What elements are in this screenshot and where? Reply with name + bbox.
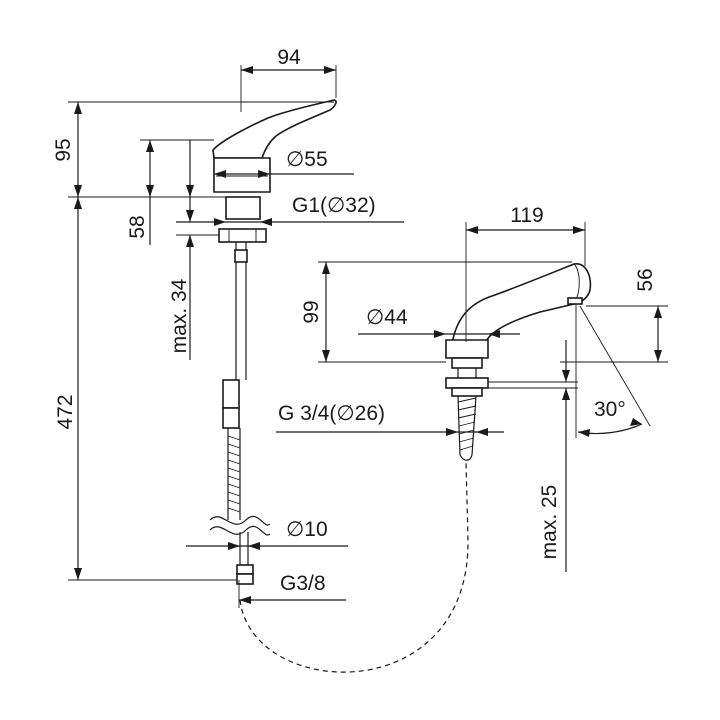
dim-g1-thread: G1(∅32) [176,194,404,226]
hose-fitting-left-2 [222,407,240,429]
mixer-handle [212,99,337,159]
break-mark-top [209,515,271,526]
hose-end-nut-1 [236,564,254,575]
dim-55-label: ∅55 [286,148,328,171]
spout-arm [451,263,592,356]
dim-max34-label: max. 34 [168,278,191,353]
spout-nut-1 [445,377,489,389]
dim-hose-diameter: ∅10 [186,518,348,550]
hose-fitting-left [222,379,240,409]
spout-threaded-stem [457,395,477,461]
dim-hose-thread: G3/8 [238,572,346,608]
dim-spout-angle: 30° [575,304,651,438]
dim-spout-base-diameter: ∅44 [358,306,520,338]
spout-aerator [567,297,583,305]
mixer-base-washer [218,228,267,243]
dim-spout-outlet-height: 56 [560,268,668,363]
dim-spout-thread: G 3/4(∅26) [276,402,504,436]
dim-max25: max. 25 [488,340,578,572]
dim-119-label: 119 [510,204,543,227]
dim-95-label: 95 [52,138,75,161]
braided-hose [227,428,241,520]
dim-overall-height: 472 [54,197,237,581]
dim-top-width: 94 [240,46,337,112]
connection-arc [239,461,469,673]
dim-max25-label: max. 25 [538,485,561,560]
dim-472-label: 472 [54,394,77,429]
hose-end-nut-2 [236,573,254,585]
spout-nut-2 [451,387,483,397]
dim-spout-reach: 119 [465,204,586,342]
dim-body-height: 58 [126,139,214,245]
spout-base [445,339,489,359]
break-mark-bottom [209,525,271,536]
mixer-drawing [209,99,337,585]
dim-56-label: 56 [634,268,657,291]
dim-30-label: 30° [594,398,626,421]
dim-body-diameter: ∅55 [214,148,354,178]
dim-max34: max. 34 [168,140,226,360]
dim-99-label: 99 [300,300,323,323]
spout-drawing [445,263,592,461]
mixer-body [213,157,271,193]
mixer-collar [225,196,261,220]
dim-g38-label: G3/8 [280,572,326,595]
dim-58-label: 58 [126,215,149,238]
dim-94-label: 94 [277,46,301,69]
spout-collar [451,357,483,369]
dim-handle-height: 95 [52,101,334,198]
hose-nut-top [234,249,248,263]
dim-44-label: ∅44 [366,306,408,329]
dim-10-label: ∅10 [286,518,328,541]
dim-spout-height: 99 [300,261,572,363]
dim-g34-label: G 3/4(∅26) [278,402,385,425]
dim-g1-label: G1(∅32) [292,194,376,217]
